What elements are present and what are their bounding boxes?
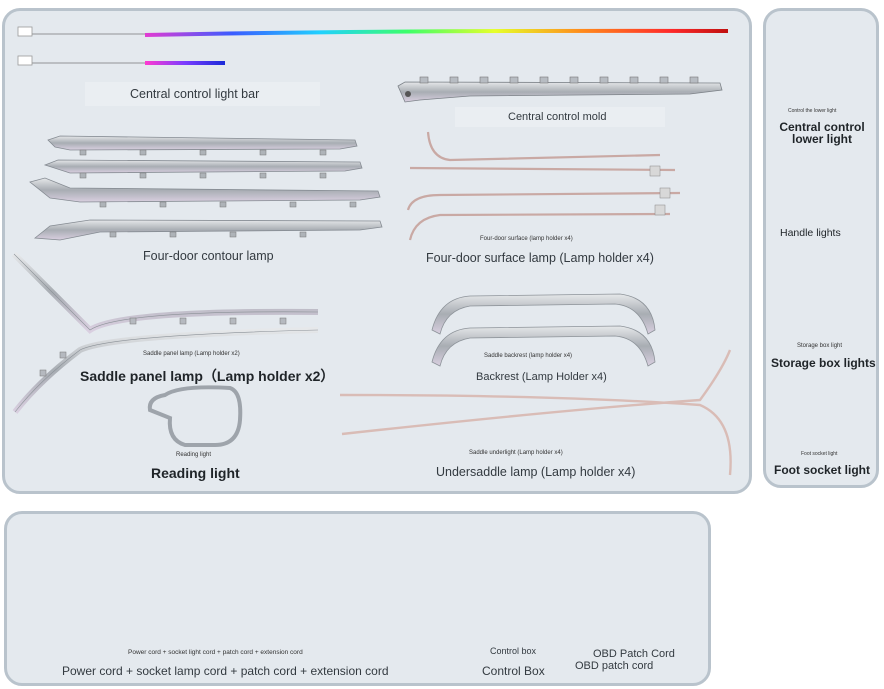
- reading-light-small-label: Reading light: [176, 452, 212, 458]
- storage-lights-label: Storage box lights: [771, 356, 876, 370]
- reading-light-label: Reading light: [151, 465, 240, 481]
- control-box-small-label: Control box: [490, 646, 537, 656]
- saddle-lamp-small-label: Saddle panel lamp (Lamp holder x2): [143, 351, 240, 357]
- side-accessories-panel: [763, 8, 879, 488]
- cords-small-label: Power cord + socket light cord + patch c…: [128, 649, 303, 656]
- mold-label: Central control mold: [508, 111, 607, 123]
- foot-light-small-label: Foot socket light: [801, 451, 838, 457]
- bottom-cables-panel: [4, 511, 711, 686]
- lower-light-label: Central control lower light: [779, 120, 865, 146]
- undersaddle-label: Undersaddle lamp (Lamp holder x4): [436, 465, 636, 479]
- light-bar-label: Central control light bar: [130, 87, 260, 101]
- backrest-small-label: Saddle backrest (lamp holder x4): [484, 353, 573, 359]
- cords-label: Power cord + socket lamp cord + patch co…: [62, 664, 389, 678]
- storage-light-small-label: Storage box light: [797, 343, 843, 349]
- lower-light-small-label: Control the lower light: [788, 108, 837, 114]
- surface-lamp-small-label: Four-door surface (lamp holder x4): [480, 236, 573, 242]
- handle-lights-label: Handle lights: [780, 227, 841, 239]
- contour-lamp-label: Four-door contour lamp: [143, 249, 274, 263]
- obd-cord-label: OBD patch cord: [575, 660, 654, 672]
- obd-cord-small-label: OBD Patch Cord: [593, 648, 675, 660]
- surface-lamp-label: Four-door surface lamp (Lamp holder x4): [426, 251, 654, 265]
- control-box-label: Control Box: [482, 664, 545, 678]
- undersaddle-small-label: Saddle underlight (Lamp holder x4): [469, 450, 563, 456]
- saddle-lamp-label: Saddle panel lamp（Lamp holder x2）: [80, 368, 335, 384]
- foot-light-label: Foot socket light: [774, 463, 870, 477]
- backrest-label: Backrest (Lamp Holder x4): [476, 371, 607, 383]
